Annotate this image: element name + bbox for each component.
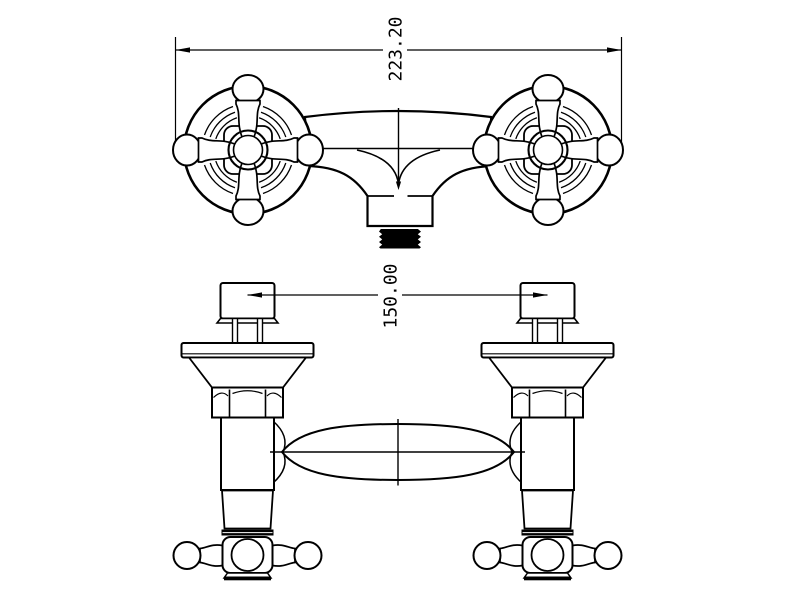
front-width-dimension: 223.20 — [174, 16, 623, 146]
centerline-cusp-arrow — [395, 181, 402, 190]
right-side-assembly-plan — [472, 282, 623, 582]
handle-centers-dimension-label: 150.00 — [381, 263, 402, 328]
left-handle-front — [171, 73, 325, 227]
plan-view: 150.00 — [172, 263, 623, 582]
dimension-arrow-left — [175, 47, 190, 53]
extension-lines — [174, 37, 623, 146]
left-side-assembly-plan — [172, 282, 323, 582]
handle-centers-dimension: 150.00 — [247, 263, 548, 329]
front-view: 223.20 — [171, 16, 625, 249]
right-handle-front — [471, 73, 625, 227]
outlet-thread-nipple — [379, 229, 421, 249]
front-width-dimension-label: 223.20 — [386, 16, 407, 81]
dimension-arrow-right — [533, 292, 548, 298]
dimension-arrow-right — [607, 47, 622, 53]
body-waterfall-curves — [356, 149, 441, 185]
dimension-arrow-left — [247, 292, 262, 298]
